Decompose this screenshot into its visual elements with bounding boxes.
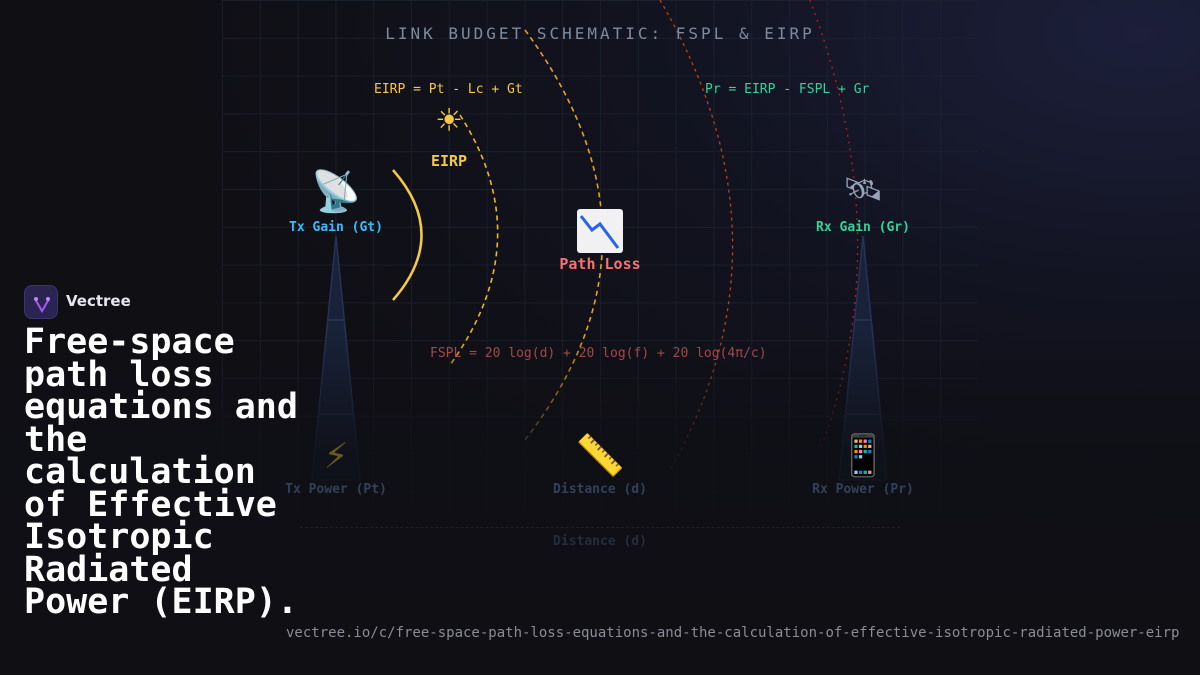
rx-power-label: Rx Power (Pr) bbox=[812, 482, 914, 497]
ruler-icon: 📏 bbox=[575, 433, 625, 479]
vectree-logo bbox=[24, 285, 58, 319]
pr-formula: Pr = EIRP - FSPL + Gr bbox=[705, 82, 870, 97]
sun-icon: ☀ bbox=[436, 98, 462, 144]
phone-icon: 📱 bbox=[838, 433, 888, 479]
eirp-label: EIRP bbox=[430, 152, 468, 170]
fspl-formula: FSPL = 20 log(d) + 20 log(f) + 20 log(4π… bbox=[430, 346, 767, 361]
distance-label: Distance (d) bbox=[553, 482, 647, 497]
path-loss-label: Path Loss bbox=[559, 255, 641, 273]
wavefront-1 bbox=[449, 114, 499, 366]
satellite-icon: 🛰 bbox=[842, 170, 884, 208]
rx-gain-label: Rx Gain (Gr) bbox=[816, 220, 910, 235]
bottom-fade bbox=[0, 330, 1200, 675]
distance-axis-line bbox=[300, 527, 900, 528]
chart-decreasing-icon bbox=[577, 209, 623, 253]
vectree-logo-icon bbox=[34, 297, 50, 313]
headline: Free-space path loss equations and the c… bbox=[24, 322, 298, 622]
tx-power-label: Tx Power (Pt) bbox=[285, 482, 387, 497]
lightning-icon: ⚡ bbox=[323, 432, 349, 478]
brand-name: Vectree bbox=[66, 292, 131, 310]
eirp-formula: EIRP = Pt - Lc + Gt bbox=[374, 82, 523, 97]
satellite-dish-icon: 📡 bbox=[311, 169, 361, 215]
tx-gain-label: Tx Gain (Gt) bbox=[289, 220, 383, 235]
distance-axis-label: Distance (d) bbox=[553, 534, 647, 549]
tx-beam-arc bbox=[392, 169, 423, 301]
diagram-title: LINK BUDGET SCHEMATIC: FSPL & EIRP bbox=[385, 24, 815, 43]
page-url[interactable]: vectree.io/c/free-space-path-loss-equati… bbox=[286, 625, 1180, 641]
